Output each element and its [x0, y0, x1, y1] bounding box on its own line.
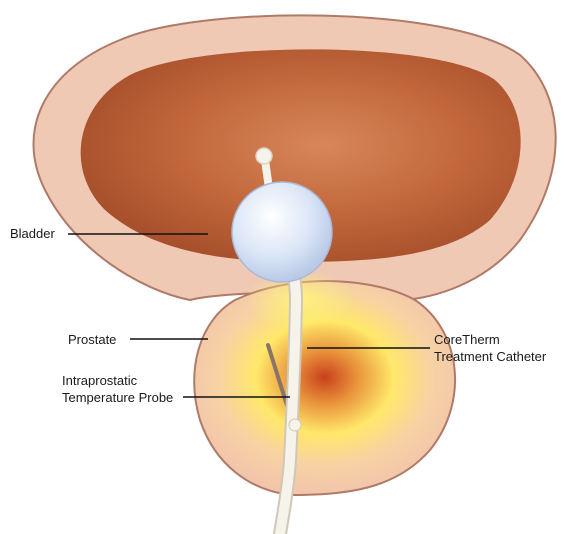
catheter-label-line1: CoreTherm	[434, 332, 500, 347]
probe-label-line1: Intraprostatic	[62, 373, 138, 388]
prostate-label: Prostate	[68, 332, 116, 347]
bladder-label: Bladder	[10, 226, 55, 241]
catheter-label-line2: Treatment Catheter	[434, 349, 547, 364]
catheter-marker	[289, 419, 301, 431]
catheter-balloon	[232, 182, 332, 282]
catheter-tip-bulb	[256, 148, 272, 164]
probe-label-line2: Temperature Probe	[62, 390, 173, 405]
